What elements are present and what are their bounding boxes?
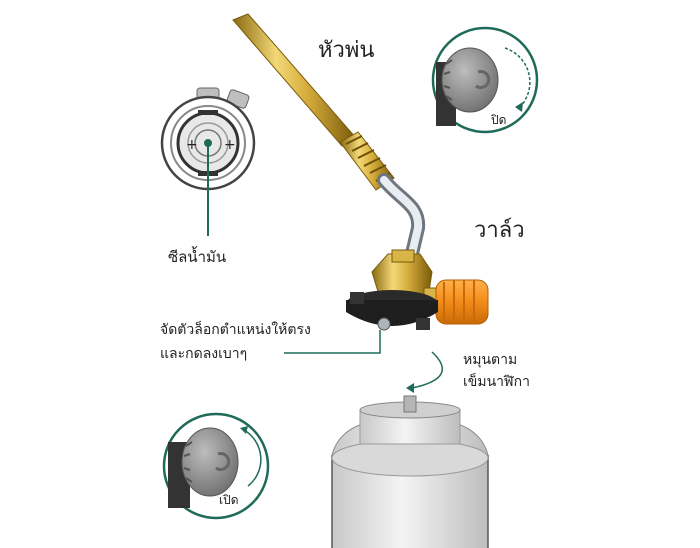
valve-knob-open: [181, 427, 239, 497]
arrowhead-icon: [406, 383, 414, 393]
gas-canister: [331, 395, 489, 548]
turn-instruction-line2: เข็มนาฬิกา: [463, 374, 530, 390]
oil-seal-topview: + +: [160, 87, 256, 236]
close-label: ปิด: [491, 113, 507, 127]
rotate-open-arrow: [243, 429, 262, 487]
align-pointer: [284, 330, 381, 354]
turn-instruction-line1: หมุนตาม: [463, 352, 518, 368]
valve-knob: [435, 279, 489, 325]
valve-label: วาล์ว: [474, 218, 525, 243]
torch-valve-body: [346, 249, 489, 331]
align-instruction-line2: และกดลงเบาๆ: [160, 346, 248, 362]
nozzle-label: หัวพ่น: [318, 38, 375, 63]
rotate-close-arrow: [504, 47, 531, 109]
turn-instruction: หมุนตาม เข็มนาฬิกา: [463, 349, 530, 393]
torch-nozzle: [232, 13, 426, 269]
valve-close-inset: [431, 26, 539, 134]
svg-text:+: +: [186, 137, 198, 153]
arrowhead-icon: [240, 426, 248, 434]
svg-text:+: +: [224, 137, 236, 153]
oil-seal-label: ซีลน้ำมัน: [168, 248, 227, 266]
align-instruction-line1: จัดตัวล็อกตำแหน่งให้ตรง: [160, 322, 311, 338]
valve-open-inset: [162, 412, 270, 520]
valve-knob-close: [441, 47, 499, 113]
open-label: เปิด: [219, 493, 239, 507]
turn-clockwise-arrow: [411, 351, 443, 389]
arrowhead-icon: [515, 102, 523, 112]
align-instruction: จัดตัวล็อกตำแหน่งให้ตรง และกดลงเบาๆ: [160, 318, 311, 366]
